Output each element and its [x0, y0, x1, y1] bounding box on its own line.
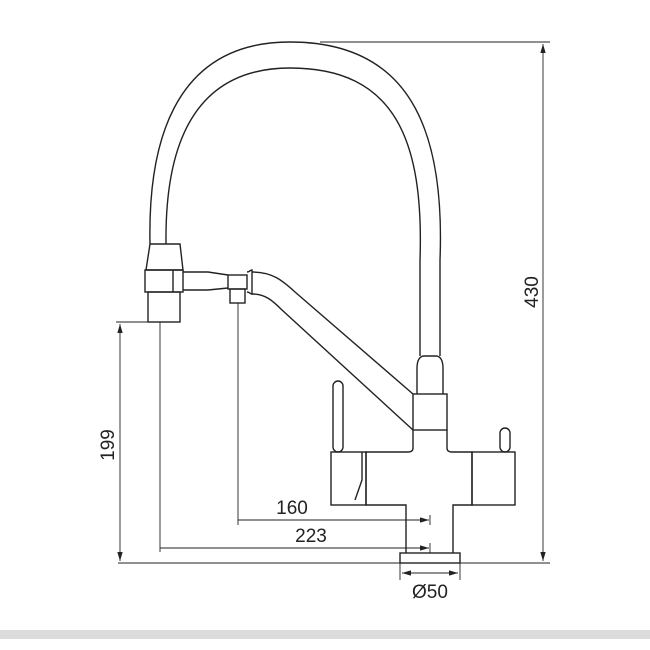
pull-out-hose — [149, 41, 442, 356]
dim-spout-height: 199 — [98, 429, 119, 461]
dim-total-height: 430 — [522, 276, 543, 308]
hose-collar — [144, 243, 184, 323]
dim-filter-reach: 160 — [276, 498, 308, 519]
footer-bar — [0, 630, 650, 639]
right-handle-box — [471, 451, 516, 506]
faucet-body — [330, 355, 516, 564]
left-handle-box — [330, 451, 367, 506]
filter-spout-arm — [183, 269, 253, 304]
left-lever — [332, 380, 344, 453]
dimension-lines — [116, 41, 550, 580]
right-lever — [499, 427, 511, 453]
base-plate — [399, 552, 461, 564]
dim-base-diameter: Ø50 — [412, 582, 448, 603]
main-spout-pipe — [251, 271, 414, 431]
dim-main-reach: 223 — [295, 526, 327, 547]
